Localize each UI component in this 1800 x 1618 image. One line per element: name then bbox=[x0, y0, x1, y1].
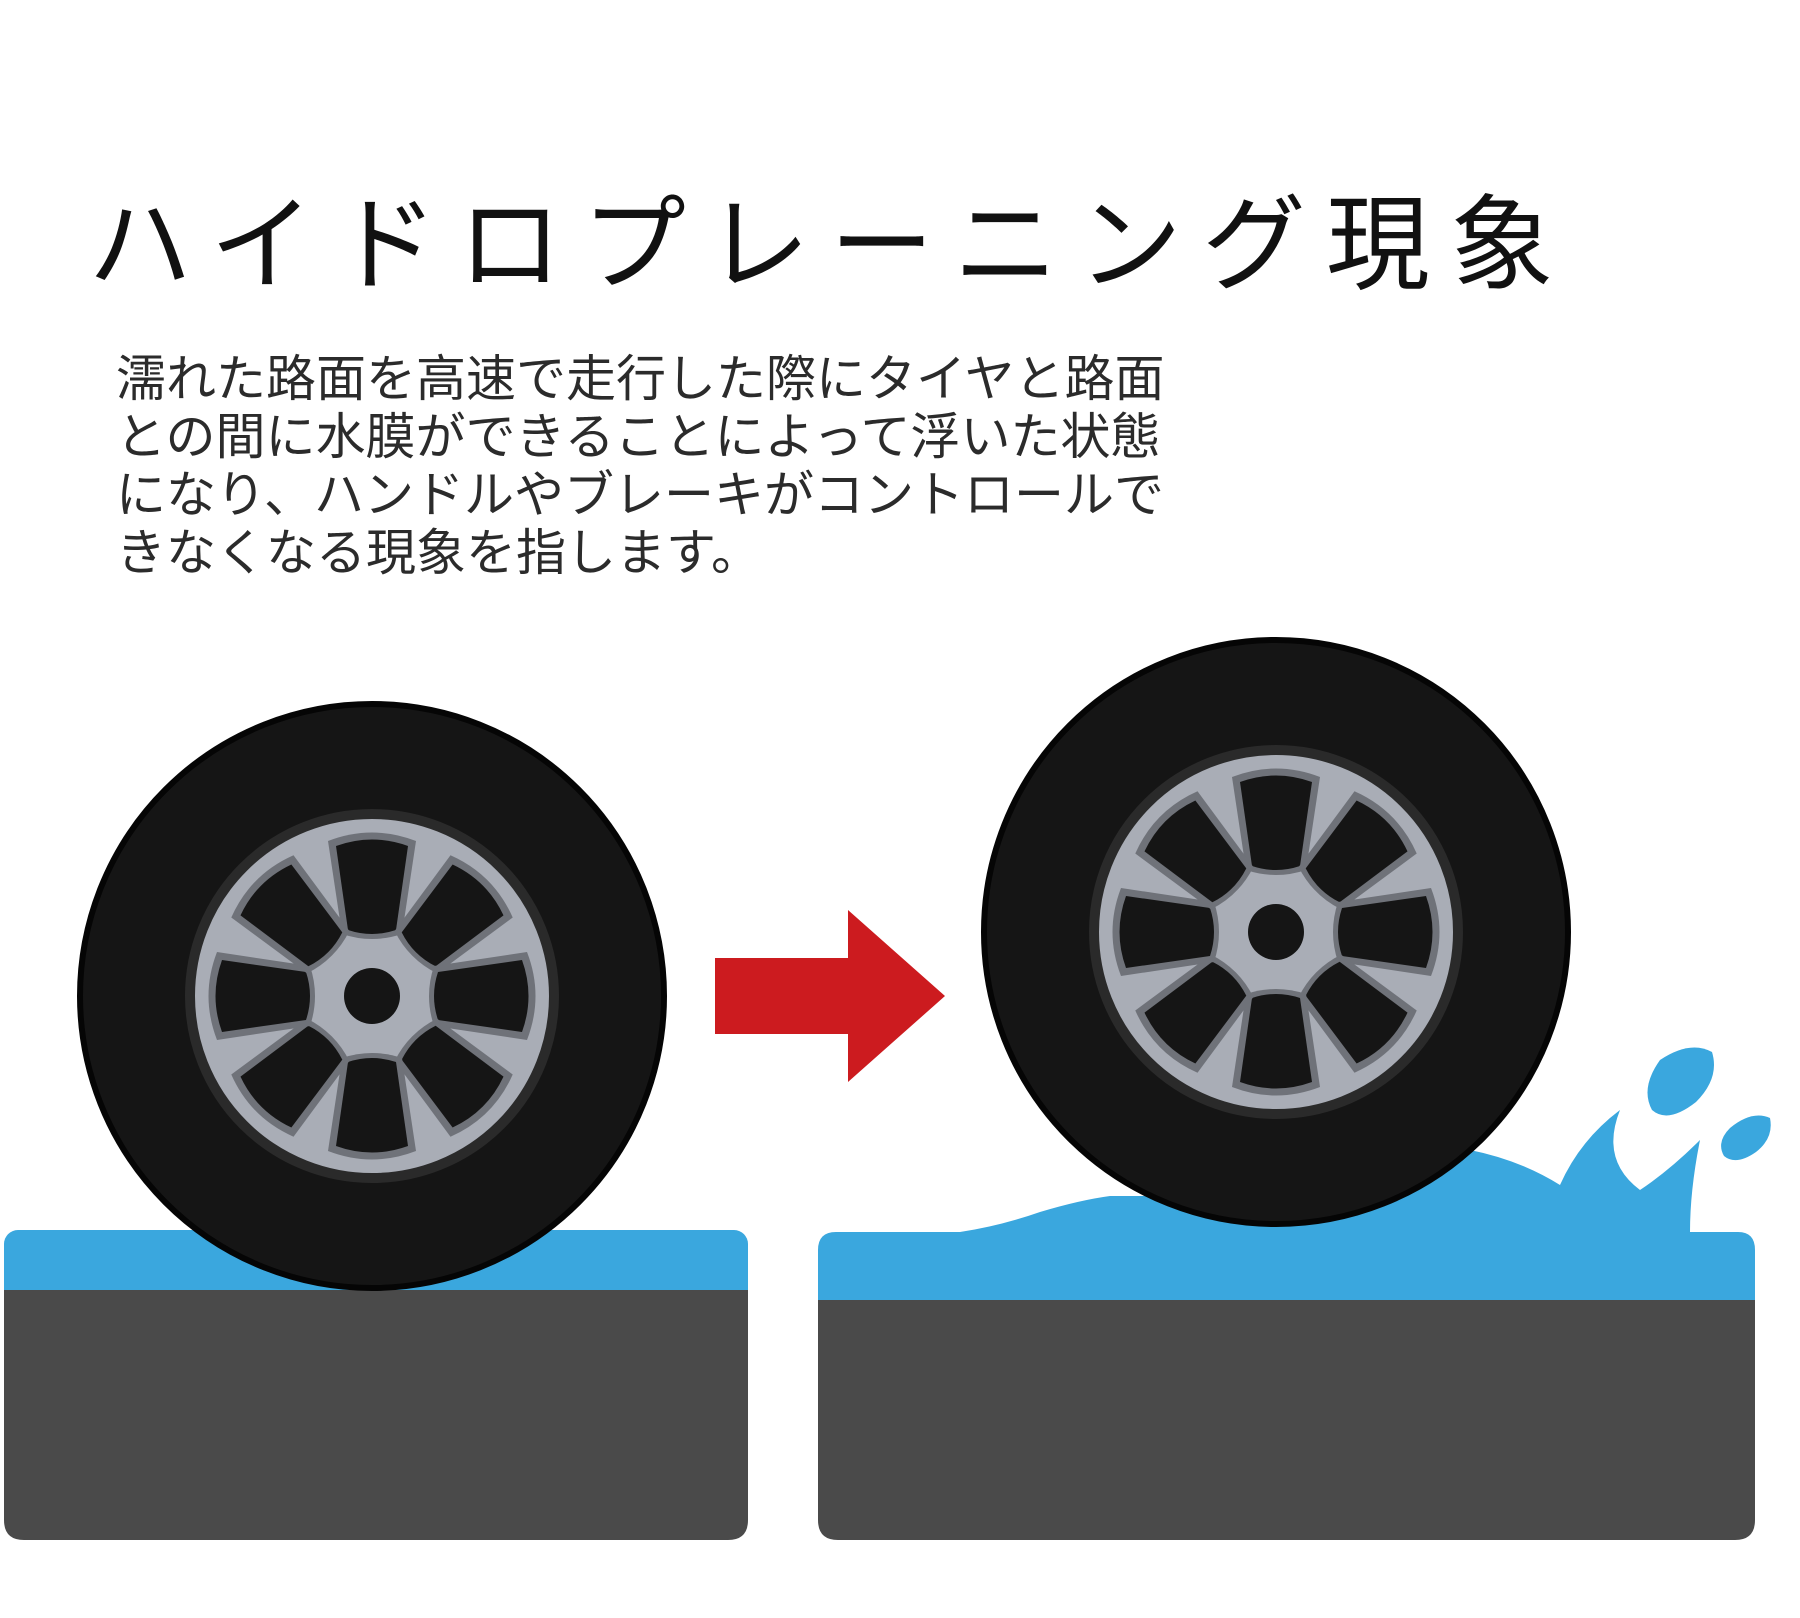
description-line-2: との間に水膜ができることによって浮いた状態 bbox=[116, 408, 1161, 466]
water-droplet-small bbox=[1721, 1115, 1771, 1161]
right-arrow-icon bbox=[715, 910, 945, 1082]
description-line-1: 濡れた路面を高速で走行した際にタイヤと路面 bbox=[116, 350, 1165, 408]
description-text: 濡れた路面を高速で走行した際にタイヤと路面 との間に水膜ができることによって浮い… bbox=[116, 350, 1416, 582]
right-scene bbox=[818, 637, 1771, 1540]
description-line-3: になり、ハンドルやブレーキがコントロールで bbox=[116, 466, 1164, 524]
right-tire bbox=[981, 637, 1571, 1227]
left-tire bbox=[77, 701, 667, 1291]
left-road bbox=[4, 1290, 748, 1540]
page-title: ハイドロプレーニング現象 bbox=[88, 183, 1574, 306]
right-road bbox=[818, 1290, 1755, 1540]
description-line-4: きなくなる現象を指します。 bbox=[116, 524, 761, 582]
left-scene bbox=[4, 701, 748, 1540]
water-droplet-large bbox=[1647, 1047, 1714, 1116]
